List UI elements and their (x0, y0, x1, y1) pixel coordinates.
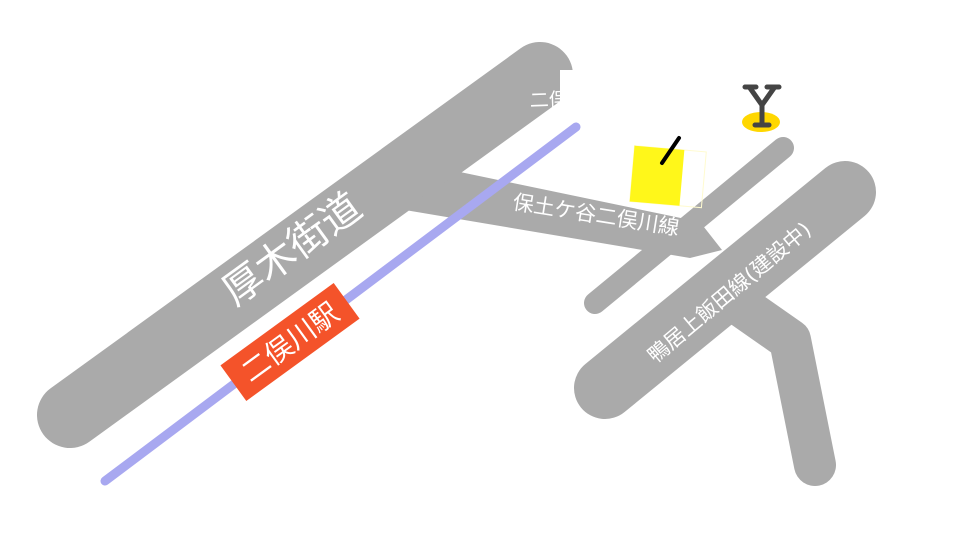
road-atsugi-kaido (37, 42, 573, 448)
road-branch (719, 284, 836, 486)
label-mask (560, 70, 590, 130)
road-minor (584, 137, 794, 314)
clipped-road-label: 二俣 (529, 89, 568, 112)
road-kamoi-kamiiida (574, 161, 876, 419)
post-office-marker-icon[interactable] (742, 84, 782, 132)
pointer-line (660, 136, 681, 165)
